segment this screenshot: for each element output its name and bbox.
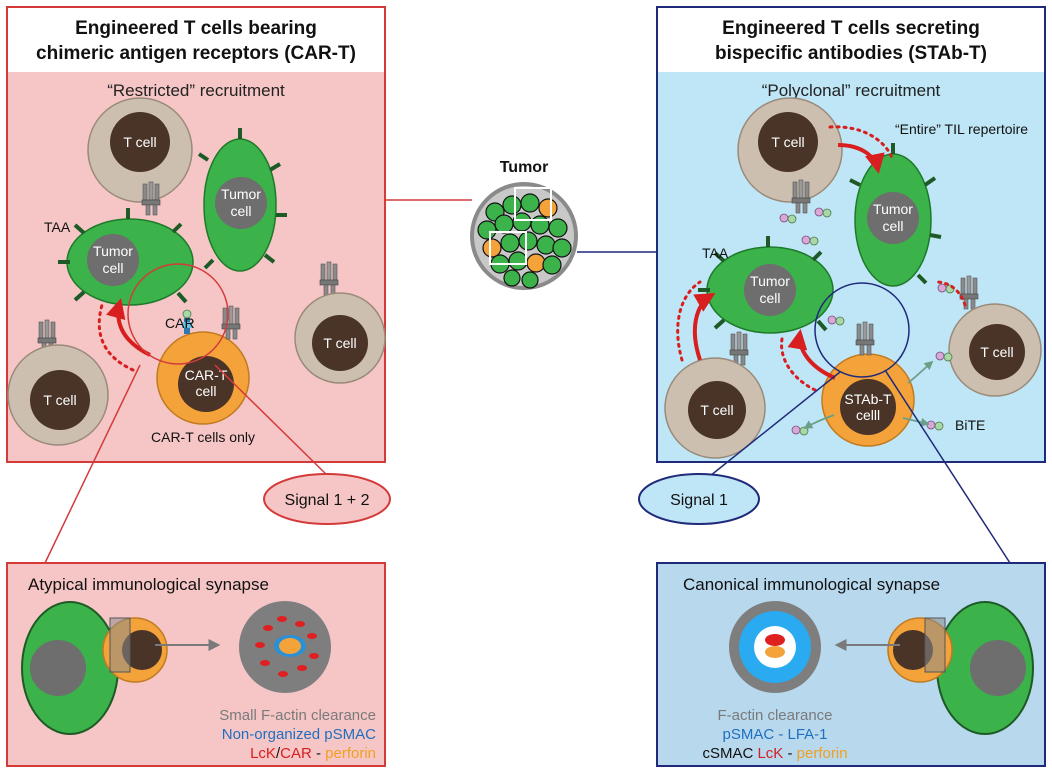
stab-t-cell-bottom-left-label: T cell — [700, 402, 733, 418]
synapse-highlight-circle — [127, 263, 229, 365]
atypical-synapse-title: Atypical immunological synapse — [28, 575, 269, 594]
atypical-line2: Non-organized pSMAC — [222, 726, 376, 743]
t-cell-top-label: T cell — [123, 134, 156, 150]
tumor-label: Tumor — [500, 159, 549, 176]
atypical-car: CAR — [280, 745, 312, 762]
canonical-dash: - — [783, 745, 796, 762]
stab-t-title-box — [658, 8, 1044, 72]
car-label: CAR — [165, 315, 195, 331]
car-t-title-line1: Engineered T cells bearing — [75, 18, 317, 39]
stab-t-title-line1: Engineered T cells secreting — [722, 18, 980, 39]
recruitment-dotted-arrow — [828, 125, 894, 160]
taa-label-left: TAA — [44, 219, 71, 235]
bite-label: BiTE — [955, 417, 985, 433]
stab-t-cell: STAb-T celll — [821, 321, 915, 447]
car-t-panel: Engineered T cells bearing chimeric anti… — [6, 6, 386, 463]
secretion-arrow — [902, 417, 930, 427]
stab-t-cell-label-1: STAb-T — [844, 391, 892, 407]
signal-oval-right — [638, 473, 760, 525]
tumor-cell-main-label-2: cell — [102, 260, 123, 276]
canonical-synapse-panel: Canonical immunological synapse F-actin … — [656, 562, 1046, 767]
secretion-arrow — [907, 360, 934, 384]
stab-t-cell-right: T cell — [948, 275, 1042, 397]
t-cell-bottom-left: T cell — [7, 319, 109, 446]
car-t-cell-label-1: CAR-T — [185, 367, 228, 383]
atypical-synapse-panel: Atypical immunological synapse Small F-a… — [6, 562, 386, 767]
atypical-line1: Small F-actin clearance — [219, 707, 376, 724]
tumor-mass: Tumor — [385, 159, 657, 290]
synapse-connector-left — [44, 364, 141, 564]
stab-t-cell-label-2: celll — [856, 407, 880, 423]
stab-t-cell-right-label: T cell — [980, 344, 1013, 360]
tumor-zoom-box — [514, 187, 552, 221]
recruitment-dotted-arrow — [676, 280, 702, 362]
synapse-slice-box — [924, 617, 946, 673]
recruitment-dotted-arrow — [780, 333, 817, 392]
atypical-perforin: perforin — [325, 745, 376, 762]
stab-t-title-line2: bispecific antibodies (STAb-T) — [715, 43, 987, 64]
stab-t-cell-top-label: T cell — [771, 134, 804, 150]
car-t-only-label: CAR-T cells only — [151, 429, 255, 445]
atypical-lck: LcK — [250, 745, 276, 762]
atypical-dash: - — [312, 745, 325, 762]
restricted-recruitment-label: “Restricted” recruitment — [107, 81, 285, 100]
tumor-cell-main-label-1: Tumor — [93, 243, 133, 259]
canonical-lck: LcK — [757, 745, 783, 762]
t-cell-top: T cell — [87, 97, 193, 216]
car-t-title-box — [8, 8, 384, 72]
t-cell-right-label: T cell — [323, 335, 356, 351]
polyclonal-recruitment-label: “Polyclonal” recruitment — [762, 81, 941, 100]
canonical-synapse-diagram — [729, 601, 821, 693]
recruitment-arrow — [106, 298, 151, 357]
tumor-cells-cluster — [477, 193, 572, 289]
t-cell-right: T cell — [294, 261, 386, 384]
tumor-cell-right-label-2: cell — [230, 203, 251, 219]
recruitment-arrow — [692, 292, 716, 361]
tumor-cell-right: Tumor cell — [197, 128, 287, 272]
t-cell-bottom-left-label: T cell — [43, 392, 76, 408]
tumor-cell-main: Tumor cell — [58, 208, 194, 306]
atypical-synapse-diagram — [239, 601, 331, 693]
canonical-line2: pSMAC - LFA-1 — [722, 726, 827, 743]
canonical-perforin: perforin — [797, 745, 848, 762]
signal-1-label: Signal 1 — [670, 492, 728, 509]
tumor-zoom-box — [489, 231, 527, 265]
signal-1-2-label: Signal 1 + 2 — [285, 492, 370, 509]
stab-tumor-cell-right-label-2: cell — [882, 218, 903, 234]
stab-t-cell-bottom-left: T cell — [664, 331, 766, 459]
stab-tumor-cell-main-label-2: cell — [759, 290, 780, 306]
tumor-cell-right-label-1: Tumor — [221, 186, 261, 202]
taa-label-right: TAA — [702, 245, 729, 261]
secretion-arrow — [803, 414, 835, 429]
car-t-title-line2: chimeric antigen receptors (CAR-T) — [36, 43, 356, 64]
recruitment-dotted-arrow — [97, 303, 135, 372]
car-t-cell-label-2: cell — [195, 383, 216, 399]
recruitment-dotted-arrow — [936, 280, 967, 307]
car-receptor-icon — [182, 309, 192, 334]
stab-tumor-cell-main: Tumor cell — [698, 236, 834, 334]
recruitment-arrow — [787, 329, 836, 380]
synapse-connector-right — [884, 369, 1011, 564]
canonical-synapse-title: Canonical immunological synapse — [683, 575, 940, 594]
stab-t-cell-top: T cell — [737, 97, 843, 214]
atypical-line3: LcK/CAR - perforin — [250, 745, 376, 762]
canonical-line1: F-actin clearance — [717, 707, 832, 724]
signal-connector-right — [704, 371, 841, 481]
recruitment-arrow — [837, 143, 885, 174]
synapse-slice-box — [109, 617, 131, 673]
signal-oval-left — [263, 473, 391, 525]
synapse-highlight-circle — [814, 282, 910, 378]
atypical-slash: / — [276, 745, 281, 762]
stab-tumor-cell-right: Tumor cell — [849, 143, 942, 287]
signal-connector-left — [214, 364, 331, 479]
stab-tumor-cell-main-label-1: Tumor — [750, 273, 790, 289]
til-repertoire-label: “Entire” TIL repertoire — [895, 121, 1028, 137]
stab-t-panel: Engineered T cells secreting bispecific … — [656, 6, 1046, 463]
canonical-csmac: cSMAC — [702, 745, 757, 762]
stab-tumor-cell-right-label-1: Tumor — [873, 201, 913, 217]
canonical-line3: cSMAC LcK - perforin — [702, 745, 847, 762]
